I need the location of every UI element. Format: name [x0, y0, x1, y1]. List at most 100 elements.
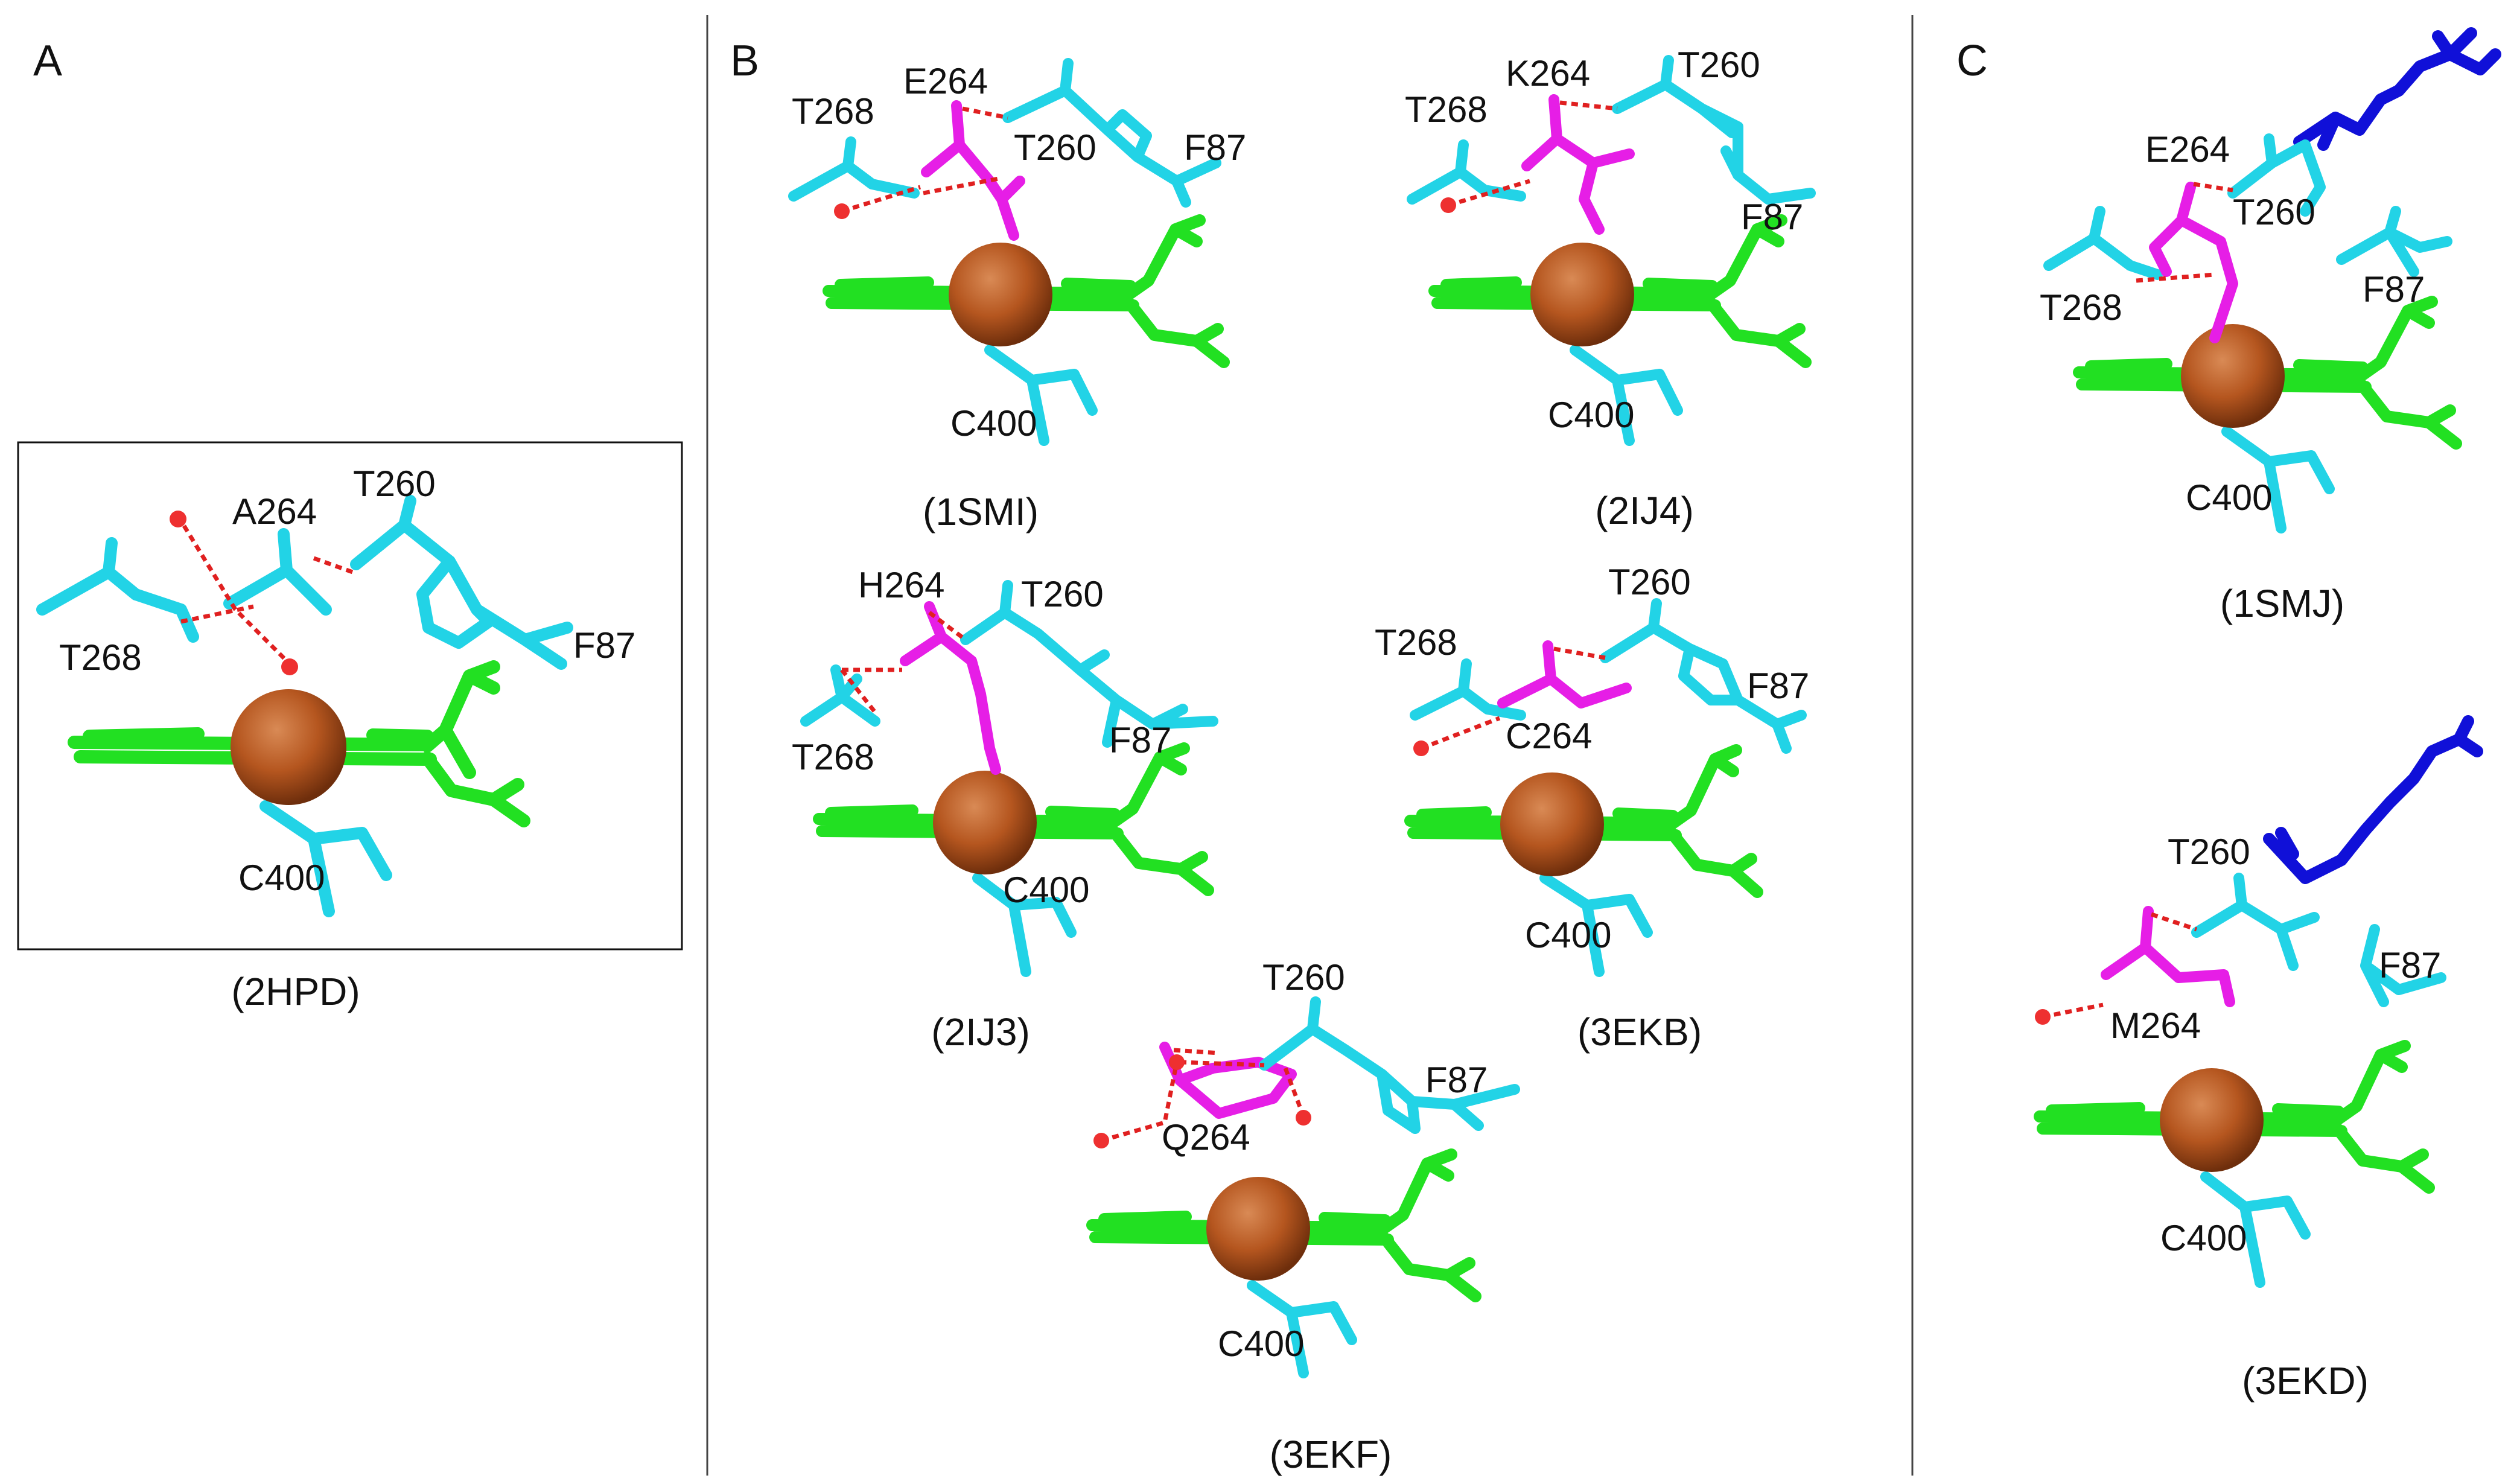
residue-t268-1smi [788, 136, 920, 202]
label-c400-2hpd: C400 [238, 858, 325, 898]
residue-q264-3ekf [1159, 1042, 1297, 1119]
label-c400-1smj: C400 [2186, 477, 2272, 518]
hbonds-1smj [2136, 182, 2233, 283]
caption-1smj: (1SMJ) [2220, 582, 2344, 625]
structure-2hpd: A264 T260 T268 F87 C400 (2HPD) [36, 463, 635, 1013]
label-t268-2ij4: T268 [1405, 89, 1488, 130]
structure-1smi: E264 T268 T260 F87 C400 (1SMI) [788, 58, 1246, 533]
iron-1smj [2181, 324, 2285, 428]
residue-a264-2hpd [223, 528, 332, 616]
residue-c264-3ekb [1497, 640, 1632, 709]
residue-c400-2ij3 [972, 873, 1077, 977]
label-t260-3ekd: T260 [2168, 832, 2250, 872]
residue-e264-1smj [2149, 182, 2238, 343]
label-t260-2hpd: T260 [353, 463, 436, 504]
residue-c400-3ekf [1247, 1280, 1357, 1378]
caption-2hpd: (2HPD) [231, 970, 360, 1013]
iron-2ij3 [933, 771, 1037, 874]
residue-c400-3ekd [2200, 1171, 2311, 1288]
caption-3ekf: (3EKF) [1270, 1433, 1392, 1476]
residue-t260-f87-3ekf [1259, 996, 1520, 1134]
label-c400-3ekd: C400 [2160, 1218, 2247, 1258]
structure-1smj: E264 T260 T268 F87 C400 (1SMJ) [2040, 27, 2501, 625]
residue-k264-2ij4 [1521, 94, 1635, 235]
hbonds-3ekb [1420, 646, 1606, 751]
hbonds-2ij4 [1448, 100, 1618, 208]
caption-1smi: (1SMI) [923, 490, 1039, 533]
label-c400-2ij4: C400 [1548, 395, 1634, 435]
residue-t268-1smj [2043, 206, 2163, 280]
water-1smi [834, 203, 850, 219]
residue-t268-2ij3 [800, 664, 880, 727]
label-q264-3ekf: Q264 [1162, 1117, 1250, 1158]
caption-2ij4: (2IJ4) [1595, 489, 1694, 532]
iron-2hpd [231, 689, 346, 805]
iron-3ekf [1206, 1177, 1310, 1281]
residue-e264-1smi [921, 100, 1025, 241]
iron-3ekd [2160, 1068, 2264, 1172]
iron-2ij4 [1530, 243, 1634, 346]
substrate-3ekd [2263, 715, 2483, 884]
residue-c400-3ekb [1539, 873, 1653, 977]
label-t260-1smi: T260 [1014, 127, 1096, 168]
label-t268-2hpd: T268 [59, 637, 142, 678]
label-e264-1smj: E264 [2145, 129, 2230, 170]
label-f87-2hpd: F87 [573, 625, 635, 666]
label-e264-1smi: E264 [903, 61, 988, 101]
label-c400-3ekb: C400 [1525, 915, 1611, 955]
panel-letter-a: A [33, 37, 62, 85]
residue-t260-f87-3ekb [1600, 598, 1807, 754]
label-t260-3ekb: T260 [1608, 562, 1691, 602]
label-k264-2ij4: K264 [1506, 53, 1590, 94]
label-f87-3ekf: F87 [1425, 1060, 1488, 1100]
water-3ekb [1413, 740, 1429, 756]
structure-3ekd: T260 F87 M264 C400 (3EKD) [2034, 715, 2483, 1403]
caption-2ij3: (2IJ3) [931, 1010, 1030, 1054]
panel-letter-c: C [1956, 37, 1988, 85]
iron-1smi [949, 243, 1052, 346]
hbonds-1smi [841, 106, 1008, 214]
residue-t260-f87-2hpd [350, 495, 573, 670]
water-2hpd-2 [281, 658, 298, 675]
hbonds-3ekd [2042, 912, 2198, 1019]
label-f87-1smj: F87 [2363, 269, 2425, 310]
label-f87-1smi: F87 [1184, 127, 1246, 168]
residue-t268-2ij4 [1407, 139, 1526, 205]
substrate-1smj [2293, 27, 2501, 151]
iron-3ekb [1500, 772, 1604, 876]
residue-t260-f87-2ij4 [1612, 55, 1816, 205]
residue-t260-f87-1smj [2227, 133, 2452, 277]
water-2hpd-1 [170, 511, 186, 527]
residue-c400-2ij4 [1570, 345, 1683, 446]
water-2ij4 [1440, 197, 1456, 213]
residue-c400-1smj [2221, 426, 2335, 533]
label-m264-3ekd: M264 [2110, 1005, 2201, 1046]
label-f87-3ekd: F87 [2379, 945, 2441, 986]
panel-letter-b: B [730, 37, 759, 85]
structure-3ekb: T260 T268 F87 C264 C400 (3EKB) [1375, 562, 1809, 1054]
label-f87-2ij4: F87 [1741, 197, 1803, 237]
structure-3ekf: T260 F87 Q264 C400 (3EKF) [1086, 957, 1520, 1476]
label-f87-3ekb: F87 [1747, 666, 1809, 706]
label-a264-2hpd: A264 [232, 491, 317, 532]
structure-2ij4: K264 T260 T268 F87 C400 (2IJ4) [1405, 45, 1816, 532]
residue-t268-2hpd [36, 537, 199, 643]
label-t268-1smj: T268 [2040, 287, 2122, 328]
label-t260-1smj: T260 [2233, 192, 2315, 232]
residue-t268-3ekb [1410, 658, 1526, 721]
label-t260-3ekf: T260 [1262, 957, 1345, 998]
label-c264-3ekb: C264 [1506, 716, 1592, 756]
label-h264-2ij3: H264 [858, 565, 944, 605]
caption-3ekb: (3EKB) [1577, 1010, 1702, 1054]
label-t268-2ij3: T268 [792, 737, 874, 777]
residue-t260-f87-1smi [1002, 58, 1221, 208]
residue-t260-f87-3ekd [2191, 873, 2446, 1007]
water-3ekd [2035, 1009, 2051, 1025]
label-t268-1smi: T268 [792, 91, 874, 132]
label-t260-2ij4: T260 [1678, 45, 1760, 85]
structure-2ij3: H264 T260 T268 F87 C400 (2IJ3) [792, 565, 1218, 1054]
label-f87-2ij3: F87 [1109, 720, 1171, 760]
label-c400-3ekf: C400 [1218, 1323, 1304, 1364]
residue-c400-2hpd [259, 800, 392, 917]
